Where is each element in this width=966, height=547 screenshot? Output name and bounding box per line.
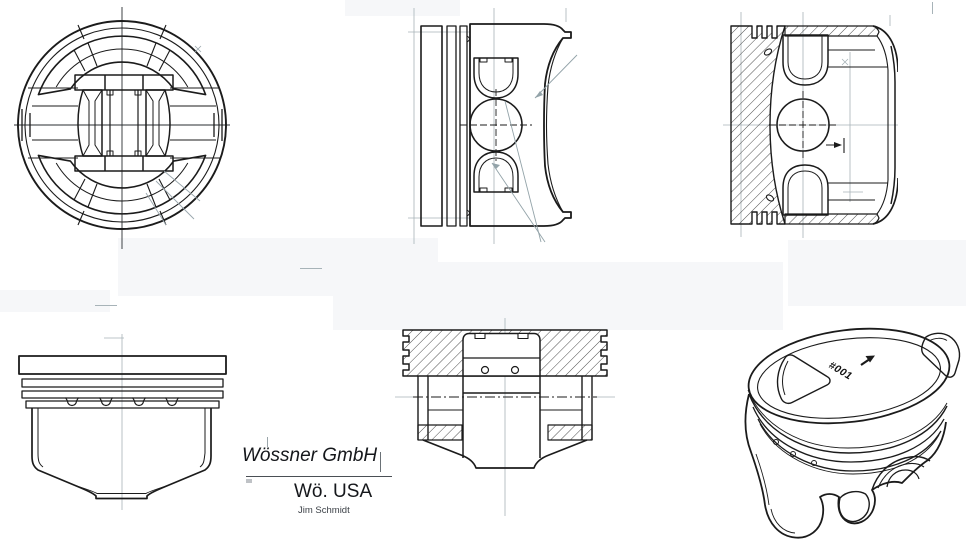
outline bbox=[18, 355, 227, 500]
piston-front-section-view bbox=[395, 318, 615, 520]
outline bbox=[17, 20, 227, 230]
piston-3d-view: #001 bbox=[736, 304, 966, 547]
construction-lines bbox=[408, 8, 567, 244]
skirt-inner-walls bbox=[37, 408, 206, 468]
boss-foot-hatched-left bbox=[417, 424, 463, 441]
pin-boss-opening bbox=[871, 455, 931, 491]
piston-bottom-view-drawing bbox=[14, 7, 230, 249]
lower-boss-window bbox=[782, 164, 829, 216]
outline bbox=[744, 327, 961, 539]
construction-lines bbox=[104, 334, 124, 510]
background-patch bbox=[333, 262, 783, 330]
outline bbox=[730, 25, 898, 225]
piston-front-section-drawing bbox=[395, 318, 615, 516]
background-patch bbox=[0, 290, 110, 312]
oil-ring-shoulder bbox=[25, 400, 220, 409]
side-window-lines bbox=[21, 87, 223, 159]
title-block: Wössner GmbH Wö. USA Jim Schmidt bbox=[240, 436, 400, 536]
tick-mark bbox=[267, 437, 268, 447]
skirt-silhouette bbox=[744, 393, 947, 539]
upper-boss-window bbox=[782, 34, 829, 86]
pin-bore-crosshair bbox=[460, 89, 532, 161]
body-outline bbox=[469, 23, 572, 227]
lower-boss-window bbox=[473, 151, 519, 193]
pin-boss-front bbox=[462, 332, 541, 377]
title-divider-line bbox=[246, 476, 392, 477]
crown-direction-arrow-icon bbox=[860, 355, 875, 366]
skirt-bottom-inner-line bbox=[73, 484, 170, 494]
skirt-top-curve bbox=[872, 25, 898, 73]
crown-inner-edge bbox=[757, 337, 941, 419]
skirt-walls bbox=[417, 376, 593, 440]
ring-land-2 bbox=[446, 25, 457, 227]
ring-land-3 bbox=[459, 25, 468, 227]
ring-land-2 bbox=[21, 378, 224, 388]
construction-dash bbox=[95, 305, 117, 306]
upper-boss-window bbox=[473, 57, 519, 99]
skirt-inner-lines bbox=[755, 453, 796, 534]
skirt-window bbox=[838, 490, 870, 523]
skirt-inner-edge bbox=[545, 37, 564, 213]
skirt-outline bbox=[31, 408, 212, 500]
leader-lines bbox=[145, 45, 202, 226]
internal-lines bbox=[828, 49, 888, 201]
centerlines bbox=[14, 7, 230, 249]
region-label: Wö. USA bbox=[294, 481, 373, 502]
skirt-bottom-taper bbox=[422, 439, 588, 469]
crown-band bbox=[18, 355, 227, 375]
valve-pocket-left bbox=[776, 354, 831, 405]
background-patch bbox=[788, 240, 966, 306]
construction-dash bbox=[380, 452, 381, 472]
ring-land-1 bbox=[420, 25, 443, 227]
boss-side-edges bbox=[462, 376, 541, 458]
outline bbox=[420, 23, 572, 227]
piston-side-view bbox=[404, 8, 589, 244]
lower-skirt-band bbox=[37, 154, 207, 215]
pin-boss-structure bbox=[74, 74, 174, 172]
piston-3d-drawing: #001 bbox=[744, 327, 961, 539]
skirt-inner-circle bbox=[24, 27, 220, 223]
background-patch bbox=[345, 0, 460, 16]
pin-bore-crosshair bbox=[769, 91, 837, 159]
piston-front-view-drawing bbox=[18, 334, 227, 510]
skirt-outer-circle bbox=[17, 20, 227, 230]
outline bbox=[402, 329, 608, 469]
oil-hole-left bbox=[480, 365, 490, 375]
piston-section-side-drawing bbox=[723, 12, 898, 238]
boss-foot-hatched-right bbox=[547, 424, 593, 441]
rim-ticks bbox=[77, 24, 167, 226]
skirt-outer-edge bbox=[890, 45, 896, 205]
piston-front-view bbox=[8, 334, 234, 510]
author-name: Jim Schmidt bbox=[298, 505, 350, 516]
skirt-inner-edge bbox=[876, 35, 889, 215]
oil-hole-right bbox=[510, 365, 520, 375]
piston-bottom-view bbox=[8, 5, 234, 251]
fine-print-smudge bbox=[246, 479, 252, 483]
construction-dash bbox=[932, 2, 933, 14]
crown-marking-text: #001 bbox=[826, 359, 854, 382]
company-name: Wössner GmbH bbox=[242, 445, 378, 466]
leader-lines bbox=[491, 54, 578, 243]
crown-outer-edge bbox=[747, 327, 951, 425]
valve-pocket-right bbox=[921, 332, 961, 378]
band-spokes bbox=[73, 42, 171, 208]
piston-side-view-drawing bbox=[408, 8, 578, 244]
oil-drain-slots bbox=[64, 397, 180, 407]
oil-hole-upper bbox=[763, 48, 773, 56]
upper-skirt-band bbox=[37, 35, 207, 96]
skirt-bottom-curve bbox=[872, 177, 898, 225]
construction-dash bbox=[300, 268, 322, 269]
oil-hole-lower bbox=[765, 194, 775, 202]
piston-section-side-view bbox=[723, 12, 898, 238]
ring-grooves bbox=[747, 389, 948, 475]
dimension-arrow bbox=[826, 138, 845, 153]
ring-land-3 bbox=[21, 390, 224, 399]
